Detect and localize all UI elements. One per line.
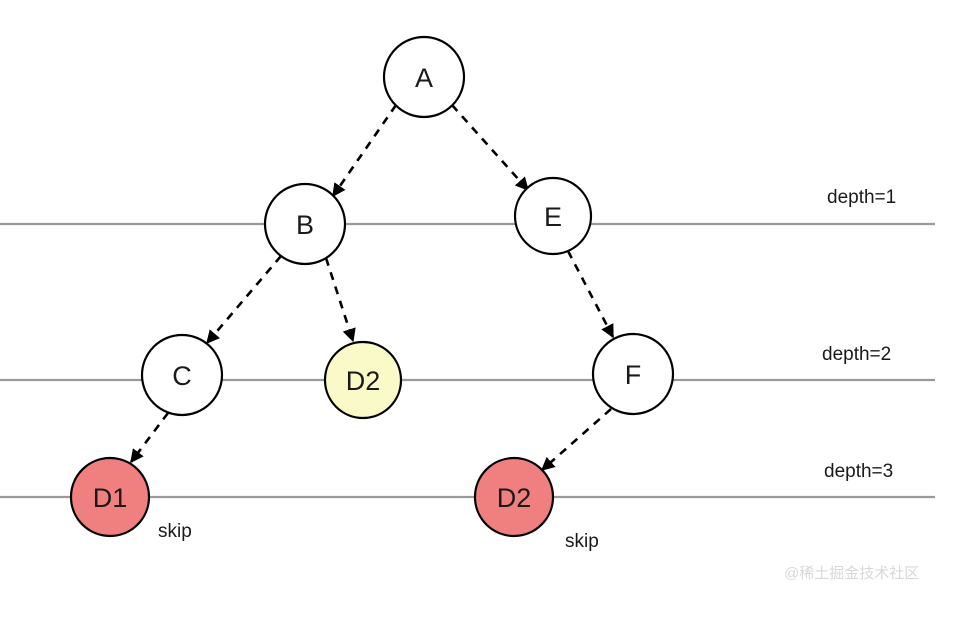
nodes-group: A B E C D2 F D1 D2 — [69, 35, 675, 538]
watermark: @稀土掘金技术社区 — [784, 565, 919, 582]
node-circle-B[interactable] — [263, 182, 347, 266]
node-D2r[interactable]: D2 — [473, 456, 555, 538]
skip-label-D1r: skip — [158, 521, 192, 542]
edge-B-to-C — [206, 255, 282, 345]
edge-A-to-E — [451, 104, 529, 192]
node-B[interactable]: B — [263, 182, 347, 266]
node-C[interactable]: C — [140, 333, 224, 417]
node-circle-A[interactable] — [382, 35, 466, 119]
node-circle-D2r[interactable] — [473, 456, 555, 538]
edges-group — [129, 104, 615, 471]
node-label-E: E — [544, 202, 562, 232]
annotations-group: skip skip — [158, 521, 599, 552]
skip-label-D2r: skip — [565, 531, 599, 552]
node-label-B: B — [296, 210, 314, 240]
node-label-A: A — [415, 63, 433, 93]
node-circle-E[interactable] — [513, 176, 593, 256]
node-label-D2r: D2 — [497, 483, 532, 513]
node-D1r[interactable]: D1 — [69, 456, 151, 538]
node-label-F: F — [625, 360, 642, 390]
node-circle-D1r[interactable] — [69, 456, 151, 538]
watermark-group: @稀土掘金技术社区 — [784, 565, 919, 582]
node-label-D2y: D2 — [346, 366, 381, 396]
depth-label-3: depth=3 — [824, 461, 893, 482]
edge-E-to-F — [566, 250, 615, 339]
node-circle-D2y[interactable] — [323, 340, 403, 420]
edge-C-to-D1r — [129, 412, 170, 464]
node-E[interactable]: E — [513, 176, 593, 256]
node-label-D1r: D1 — [93, 483, 128, 513]
depth-label-2: depth=2 — [822, 344, 891, 365]
node-circle-F[interactable] — [591, 332, 675, 416]
node-D2y[interactable]: D2 — [323, 340, 403, 420]
node-label-C: C — [172, 361, 192, 391]
node-circle-C[interactable] — [140, 333, 224, 417]
depth-lines-group: depth=1 depth=2 depth=3 — [0, 187, 935, 499]
node-F[interactable]: F — [591, 332, 675, 416]
edge-A-to-B — [331, 104, 398, 198]
edge-B-to-D2y — [324, 257, 356, 343]
edge-F-to-D2r — [540, 408, 612, 471]
depth-label-1: depth=1 — [827, 187, 896, 208]
node-A[interactable]: A — [382, 35, 466, 119]
